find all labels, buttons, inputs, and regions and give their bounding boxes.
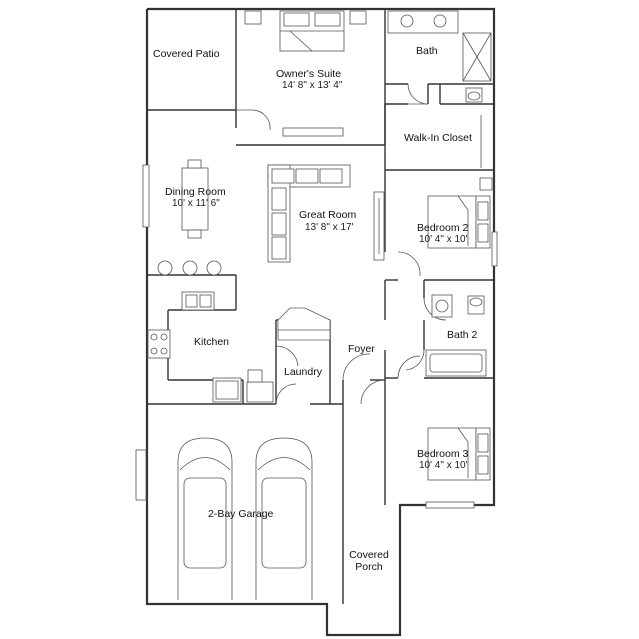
windows [135,164,498,509]
garage-cars [177,437,313,600]
door-swings [236,83,447,405]
covered-patio-label: Covered Patio [153,48,220,60]
great-room-furniture [267,164,385,263]
laundry-fixtures [246,307,331,403]
owners-suite-label: Owner's Suite [276,68,342,80]
walk-in-closet-label: Walk-In Closet [404,132,472,144]
great-room-label: Great Room [299,209,357,221]
bath-2-fixtures [425,294,487,377]
bath-2-label: Bath 2 [447,329,478,341]
bedroom-3-dims: 10' 4" x 10' [419,460,468,471]
foyer-label: Foyer [348,343,375,355]
dining-room-label: Dining Room [165,186,226,198]
bedroom-3-label: Bedroom 3 [417,448,469,460]
kitchen-label: Kitchen [194,336,230,348]
covered-porch-label-line2: Porch [355,561,383,573]
covered-porch-label-line1: Covered [349,549,389,561]
laundry-label: Laundry [284,366,322,378]
dining-furniture [181,159,209,239]
bath-label: Bath [416,45,438,57]
bedroom-2-label: Bedroom 2 [417,222,469,234]
bath-fixtures [387,10,492,168]
dining-room-dims: 10' x 11' 6" [172,198,220,209]
garage-label: 2-Bay Garage [208,508,274,520]
bedroom-2-dims: 10' 4" x 10' [419,234,468,245]
exterior-walls [145,7,496,637]
bedroom-2-furniture [427,177,493,249]
bedroom-3-furniture [427,427,491,481]
owners-suite-dims: 14' 8" x 13' 4" [282,80,343,91]
great-room-dims: 13' 8" x 17' [305,222,354,233]
owners-suite-furniture [244,10,367,137]
kitchen-fixtures [147,260,242,403]
